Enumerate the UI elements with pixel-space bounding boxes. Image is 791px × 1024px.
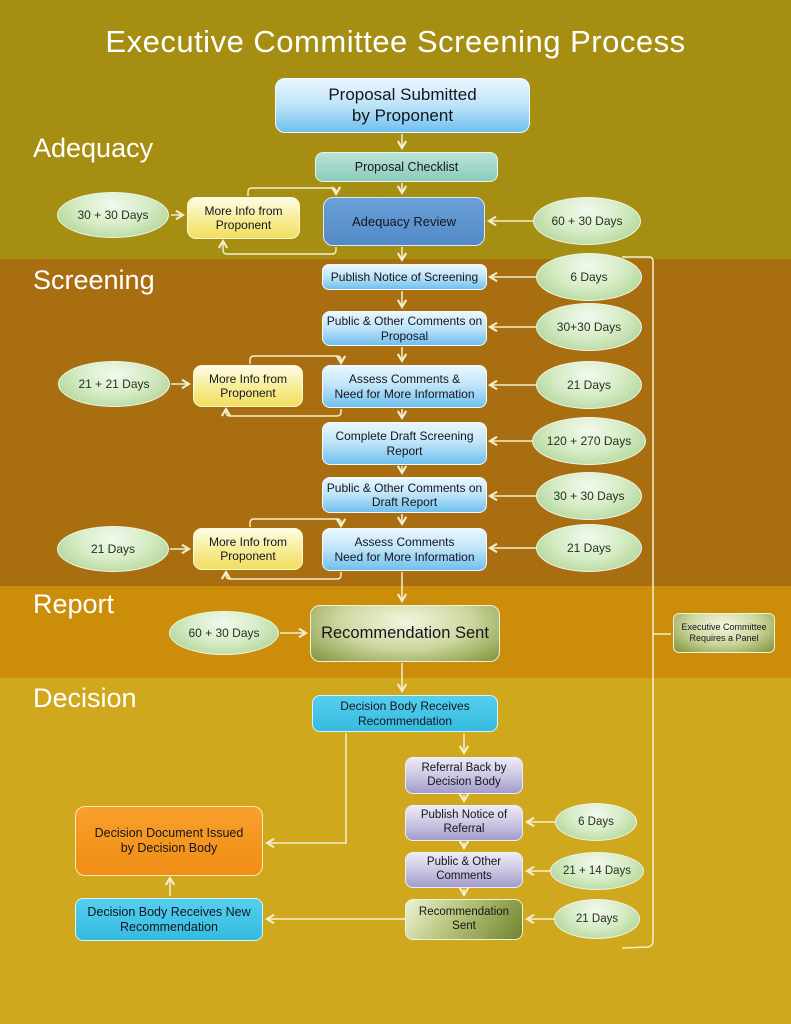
- node-label-line: Recommendation Sent: [321, 623, 489, 642]
- node-proposal-submitted: Proposal Submitted by Proponent: [275, 78, 530, 133]
- duration-text: 21 Days: [566, 541, 612, 555]
- feedback-loop-arrows: [217, 186, 347, 580]
- node-label-line: Need for More Information: [334, 549, 475, 564]
- duration-text: 120 + 270 Days: [546, 434, 632, 448]
- node-label-line: Requires a Panel: [689, 633, 759, 643]
- node-label-line: Recommendation: [357, 713, 453, 728]
- node-label-line: Recommendation: [120, 919, 218, 934]
- main-spine-arrows: [396, 134, 470, 898]
- node-label-line: Referral: [443, 823, 485, 835]
- duration-text: 30 + 30 Days: [77, 208, 149, 222]
- duration-recommendation-sent: 21 Days: [554, 899, 640, 939]
- duration-text: 30+30 Days: [556, 320, 622, 334]
- section-label-report: Report: [33, 589, 115, 619]
- node-label-line: Adequacy Review: [351, 213, 457, 229]
- duration-text: 60 + 30 Days: [188, 626, 260, 640]
- node-label-line: Report: [386, 443, 423, 458]
- duration-text: 6 Days: [578, 816, 614, 828]
- node-proposal-checklist: Proposal Checklist: [315, 152, 498, 182]
- duration-text: 6 Days: [570, 270, 608, 284]
- node-referral-back: Referral Back by Decision Body: [405, 757, 523, 794]
- duration-comments-draft: 30 + 30 Days: [536, 472, 642, 520]
- node-label-line: Decision Body Receives New: [87, 904, 251, 919]
- node-adequacy-review: Adequacy Review: [323, 197, 485, 246]
- section-label-adequacy: Adequacy: [33, 133, 154, 163]
- node-label-line: Publish Notice of Screening: [330, 269, 479, 284]
- duration-adequacy-more-info: 30 + 30 Days: [57, 192, 169, 238]
- node-publish-notice-screening: Publish Notice of Screening: [322, 264, 487, 290]
- node-label-line: by Proponent: [351, 105, 454, 125]
- section-label-screening: Screening: [33, 265, 155, 295]
- duration-text: 21 + 21 Days: [78, 377, 150, 391]
- node-recommendation-sent-decision: Recommendation Sent: [405, 899, 523, 940]
- node-label-line: Complete Draft Screening: [335, 429, 474, 444]
- node-label-line: Proponent: [220, 386, 276, 400]
- node-label-line: Proposal: [380, 328, 429, 343]
- node-label-line: Assess Comments: [354, 535, 455, 550]
- node-public-comments-draft: Public & Other Comments on Draft Report: [322, 477, 487, 513]
- duration-recommendation: 60 + 30 Days: [169, 611, 279, 655]
- panel-bracket-line: [621, 256, 671, 949]
- duration-text: 60 + 30 Days: [551, 214, 623, 228]
- node-label-line: Executive Committee: [681, 622, 767, 633]
- node-more-info-screening2: More Info from Proponent: [193, 528, 303, 570]
- node-public-other-comments: Public & Other Comments: [405, 852, 523, 888]
- duration-publish-screening: 6 Days: [536, 253, 642, 301]
- node-label-line: Referral Back by: [421, 761, 507, 774]
- duration-arrows: [170, 209, 556, 925]
- duration-text: 30 + 30 Days: [553, 489, 625, 503]
- node-more-info-adequacy: More Info from Proponent: [187, 197, 300, 239]
- duration-comments-proposal: 30+30 Days: [536, 303, 642, 351]
- duration-more-info-1: 21 + 21 Days: [58, 361, 170, 407]
- duration-more-info-2: 21 Days: [57, 526, 169, 572]
- duration-text: 21 Days: [566, 378, 612, 392]
- node-label-line: Public & Other: [426, 856, 502, 869]
- node-label-line: More Info from: [208, 371, 288, 386]
- node-label-line: Recommendation: [418, 905, 510, 918]
- node-label-line: Proponent: [215, 218, 272, 232]
- duration-text: 21 Days: [90, 542, 136, 556]
- node-label-line: Decision Body Receives: [340, 699, 470, 714]
- node-public-comments-proposal: Public & Other Comments on Proposal: [322, 311, 487, 346]
- node-label-line: Publish Notice of: [420, 809, 508, 822]
- node-more-info-screening1: More Info from Proponent: [193, 365, 303, 407]
- node-decision-body-new: Decision Body Receives New Recommendatio…: [75, 898, 263, 941]
- node-decision-document: Decision Document Issued by Decision Bod…: [75, 806, 263, 876]
- duration-text: 21 + 14 Days: [562, 865, 632, 877]
- node-label-line: Public & Other Comments on: [326, 480, 483, 495]
- node-label-line: Decision Document Issued: [94, 826, 244, 840]
- duration-assess-2: 21 Days: [536, 524, 642, 572]
- node-label-line: by Decision Body: [120, 841, 218, 855]
- duration-assess-1: 21 Days: [536, 361, 642, 409]
- node-complete-draft-report: Complete Draft Screening Report: [322, 422, 487, 465]
- node-publish-notice-referral: Publish Notice of Referral: [405, 805, 523, 841]
- duration-text: 21 Days: [575, 913, 619, 925]
- node-label-line: Sent: [452, 919, 476, 932]
- node-label-line: Proponent: [220, 549, 276, 563]
- duration-public-comments: 21 + 14 Days: [550, 852, 644, 890]
- page-title: Executive Committee Screening Process: [105, 24, 686, 59]
- section-label-decision: Decision: [33, 683, 137, 713]
- node-exec-committee-panel: Executive Committee Requires a Panel: [673, 613, 775, 653]
- node-assess-comments-2: Assess Comments Need for More Informatio…: [322, 528, 487, 571]
- node-label-line: Draft Report: [371, 495, 438, 509]
- node-label-line: Decision Body: [427, 775, 501, 788]
- duration-publish-referral: 6 Days: [555, 803, 637, 841]
- node-label-line: More Info from: [208, 534, 288, 549]
- duration-adequacy-review: 60 + 30 Days: [533, 197, 641, 245]
- node-label-line: Public & Other Comments on: [326, 314, 483, 329]
- duration-complete-draft: 120 + 270 Days: [532, 417, 646, 465]
- node-decision-body-receives: Decision Body Receives Recommendation: [312, 695, 498, 732]
- node-recommendation-sent-report: Recommendation Sent: [310, 605, 500, 662]
- node-label-line: Proposal Checklist: [354, 159, 459, 174]
- node-label-line: Need for More Information: [334, 386, 475, 401]
- node-label-line: Comments: [436, 870, 492, 882]
- node-label-line: Proposal Submitted: [328, 85, 477, 105]
- node-assess-comments-1: Assess Comments & Need for More Informat…: [322, 365, 487, 408]
- node-label-line: Assess Comments &: [348, 372, 461, 387]
- decision-branch-arrows: [164, 733, 405, 925]
- node-label-line: More Info from: [204, 203, 283, 218]
